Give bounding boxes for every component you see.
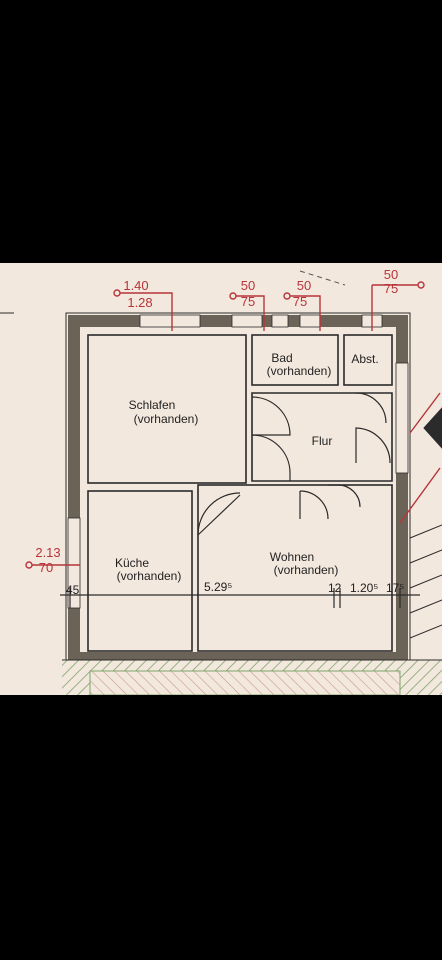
room-label-bad: Bad <box>271 351 292 365</box>
room-status-schlafen: (vorhanden) <box>134 412 199 426</box>
dim-left-edge: 45 <box>66 583 80 597</box>
opening-1-top: 1.40 <box>123 278 148 293</box>
door-swings <box>197 392 391 536</box>
room-wohnen <box>197 484 393 652</box>
dim-wall: 12 <box>328 581 342 595</box>
opening-5-bottom: 70 <box>39 560 53 575</box>
room-bad <box>251 334 339 386</box>
room-status-kueche: (vorhanden) <box>117 569 182 583</box>
opening-4-bottom: 75 <box>384 281 398 296</box>
room-abst <box>343 334 393 386</box>
dimension-lines <box>25 281 441 569</box>
opening-1-bottom: 1.28 <box>127 295 152 310</box>
room-status-wohnen: (vorhanden) <box>274 563 339 577</box>
room-flur <box>251 392 393 482</box>
opening-3-top: 50 <box>297 278 311 293</box>
dimension-chain <box>60 588 420 608</box>
room-label-schlafen: Schlafen <box>129 398 176 412</box>
dim-main-width: 5.29⁵ <box>204 580 232 594</box>
room-label-wohnen: Wohnen <box>270 550 314 564</box>
room-label-flur: Flur <box>312 434 333 448</box>
room-kueche <box>87 490 193 652</box>
opening-5-top: 2.13 <box>35 545 60 560</box>
opening-2-bottom: 75 <box>241 294 255 309</box>
opening-2-top: 50 <box>241 278 255 293</box>
dim-right-width: 1.20⁵ <box>350 581 378 595</box>
opening-3-bottom: 75 <box>293 294 307 309</box>
room-label-kueche: Küche <box>115 556 149 570</box>
floor-plan-photo: Schlafen (vorhanden) Bad (vorhanden) Abs… <box>0 263 442 695</box>
room-label-abst: Abst. <box>351 352 378 366</box>
opening-4-top: 50 <box>384 267 398 282</box>
room-status-bad: (vorhanden) <box>267 364 332 378</box>
dim-right-edge: 17⁵ <box>386 581 404 595</box>
room-schlafen <box>87 334 247 484</box>
